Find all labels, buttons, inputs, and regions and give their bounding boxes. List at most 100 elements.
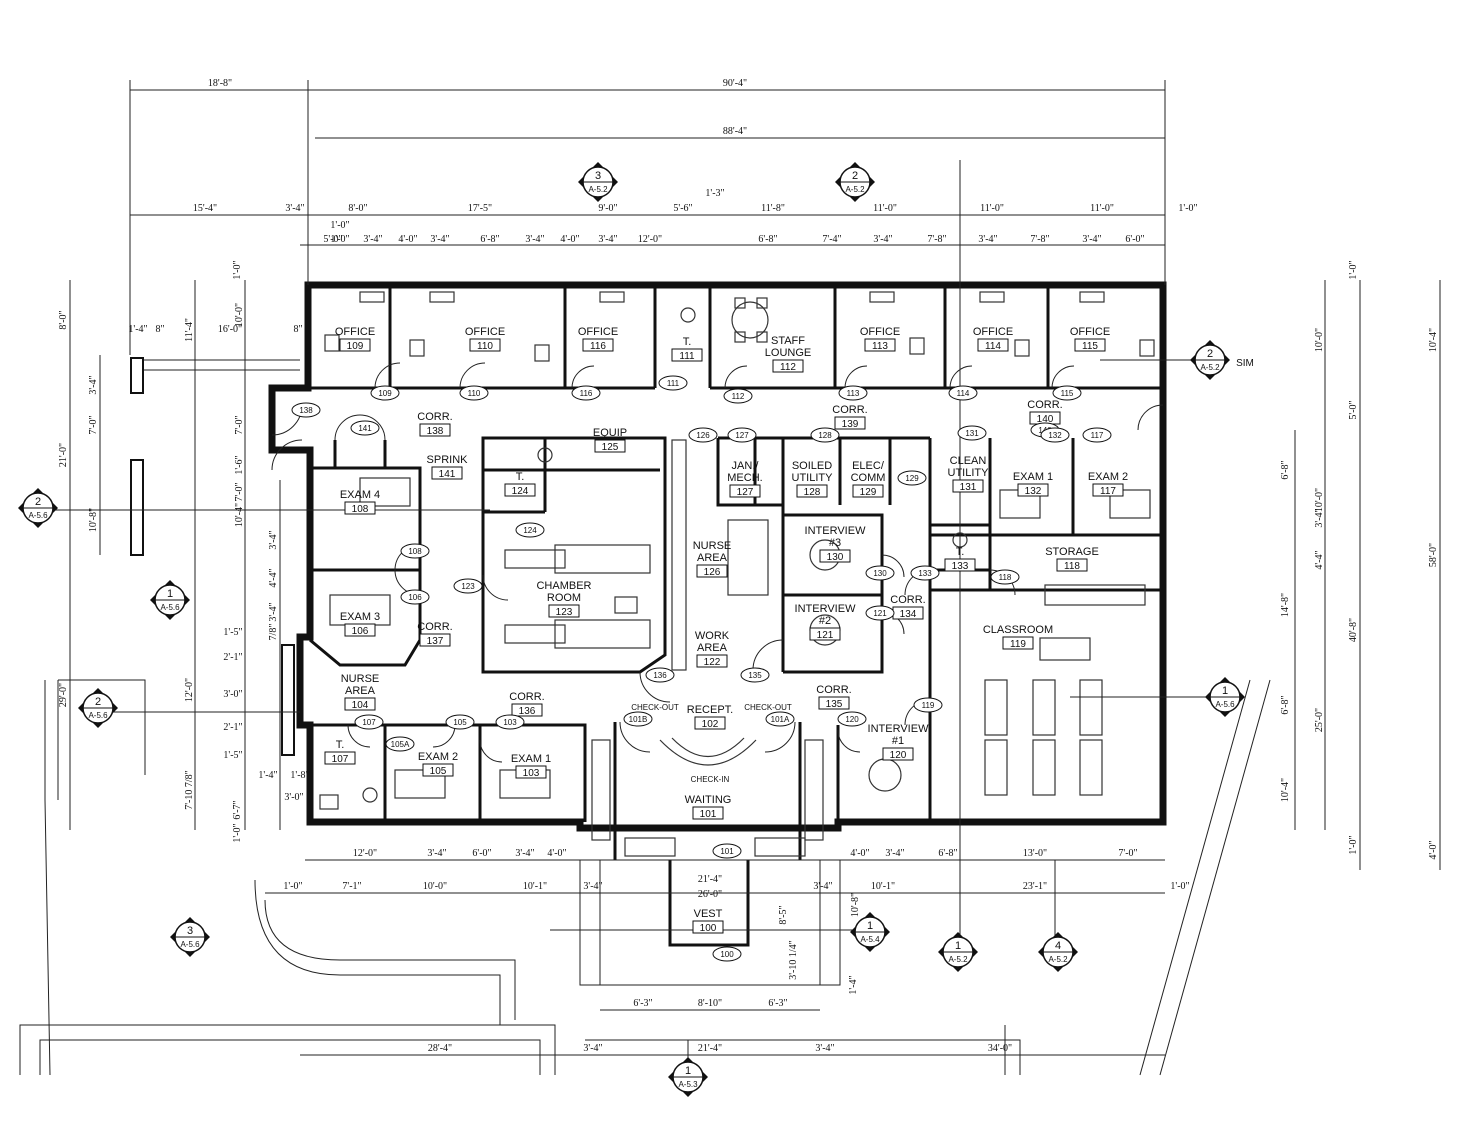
dimension-label: 3'-4" [285, 203, 304, 214]
room-number: 133 [952, 561, 969, 572]
section-sheet: A-5.6 [28, 511, 48, 520]
dimension-label: 1'-0" [1348, 835, 1359, 854]
section-marker: 1A-5.3 [668, 1057, 708, 1097]
room-number: 119 [1010, 639, 1026, 650]
dimension-label: 88'-4" [723, 126, 747, 137]
dimension-label: 21'-0" [58, 443, 69, 467]
dimension-label: 10'-0" [234, 303, 245, 327]
dimension-label: 10'-0" [1314, 328, 1325, 352]
door-number: 110 [468, 389, 481, 398]
dimension-label: 6'-3" [633, 998, 652, 1009]
dimension-label: 1'-0" [330, 220, 349, 231]
dimension-label: 11'-4" [184, 318, 195, 342]
room-number: 112 [780, 362, 796, 373]
room-number: 114 [985, 341, 1001, 352]
room-number: 139 [842, 419, 859, 430]
room-number: 103 [523, 768, 540, 779]
room-name: EXAM 2 [418, 751, 458, 763]
room-name: #2 [819, 615, 831, 627]
room-number: 111 [679, 351, 695, 362]
door-number: 121 [873, 609, 887, 618]
room-107: T. 107 [324, 739, 356, 765]
room-137: CORR.137 [417, 621, 452, 647]
dimension-label: 1'-0" [232, 260, 243, 279]
dimension-label: 21'-4" [698, 1043, 722, 1054]
check-out-left-label: CHECK-OUT [631, 703, 679, 712]
door-tag: 111 [658, 375, 688, 391]
dimension-label: 4'-0" [547, 848, 566, 859]
room-name: ROOM [547, 592, 581, 604]
section-sheet: A-5.6 [88, 711, 108, 720]
dimension-label: 1'-4" [258, 770, 277, 781]
dimension-label: 1'-0" [283, 881, 302, 892]
dimension-label: 1'-4" [128, 324, 147, 335]
section-marker: 1A-5.2 [938, 932, 978, 972]
room-124: T.124 [504, 471, 536, 497]
misc-labels: CHECK-OUT CHECK-OUT CHECK-IN SIM [631, 358, 1254, 784]
dimension-label: 10'-4" [1428, 328, 1439, 352]
door-tag: 127 [727, 427, 757, 443]
door-number: 141 [358, 424, 372, 433]
door-tag: 110 [459, 385, 489, 401]
door-number: 117 [1091, 431, 1104, 440]
site-lines [19, 679, 1271, 1076]
dimension-label: 23'-1" [1023, 881, 1047, 892]
room-name: T. [516, 471, 525, 483]
dimension-label: 4'-0" [398, 234, 417, 245]
room-name: LOUNGE [765, 347, 811, 359]
dimension-lines [40, 80, 1441, 1075]
room-number: 140 [1037, 414, 1054, 425]
dimension-label: 1'-5" [223, 750, 242, 761]
room-name: EQUIP [593, 427, 627, 439]
room-name: CLASSROOM [983, 624, 1053, 636]
room-name: STORAGE [1045, 546, 1099, 558]
room-name: UTILITY [948, 467, 990, 479]
room-name: #3 [829, 537, 841, 549]
walls [268, 281, 1167, 986]
door-tag: 107 [354, 714, 384, 730]
door-number: 101B [629, 715, 648, 724]
room-number: 100 [700, 923, 717, 934]
room-name: EXAM 1 [1013, 471, 1053, 483]
room-number: 108 [352, 504, 369, 515]
door-tag: 123 [453, 578, 483, 594]
section-marker: 2A-5.2 [835, 162, 875, 202]
dimension-label: 3'-4" [815, 1043, 834, 1054]
room-name: NURSE [341, 673, 380, 685]
dimension-label: 7'-10 7/8" [184, 770, 195, 810]
door-tag: 101A [765, 711, 795, 727]
dimension-label: 3'-4" [583, 1043, 602, 1054]
dimension-label: 6'-8" [758, 234, 777, 245]
dimension-label: 1'-0" [330, 234, 349, 245]
dimension-label: 3'-4" [525, 234, 544, 245]
door-tag: 138 [291, 402, 321, 418]
room-name: T. [336, 739, 345, 751]
room-127: JAN./MECH.127 [727, 460, 762, 498]
door-tag: 116 [571, 385, 601, 401]
dimension-label: 4'-4" [1314, 550, 1325, 569]
door-tag: 131 [957, 425, 987, 441]
room-number: 102 [702, 719, 719, 730]
section-sheet: A-5.4 [860, 935, 880, 944]
dimension-label: 7'-0" [234, 482, 245, 501]
room-name: UTILITY [792, 472, 834, 484]
section-number: 3 [187, 925, 193, 937]
room-name: INTERVIEW [795, 603, 857, 615]
door-tag: 112 [723, 388, 753, 404]
door-number: 135 [748, 671, 762, 680]
dimension-labels: 18'-8"90'-4"88'-4"1'-3"15'-4"3'-4"8'-0"1… [58, 78, 1439, 1054]
section-sheet: A-5.6 [180, 940, 200, 949]
room-number: 107 [332, 754, 349, 765]
room-name: STAFF [771, 335, 805, 347]
room-name: EXAM 3 [340, 611, 380, 623]
dimension-label: 10'-4" [234, 503, 245, 527]
room-138: CORR.138 [417, 411, 452, 437]
section-marker: 3A-5.2 [578, 162, 618, 202]
door-tag: 141 [350, 420, 380, 436]
